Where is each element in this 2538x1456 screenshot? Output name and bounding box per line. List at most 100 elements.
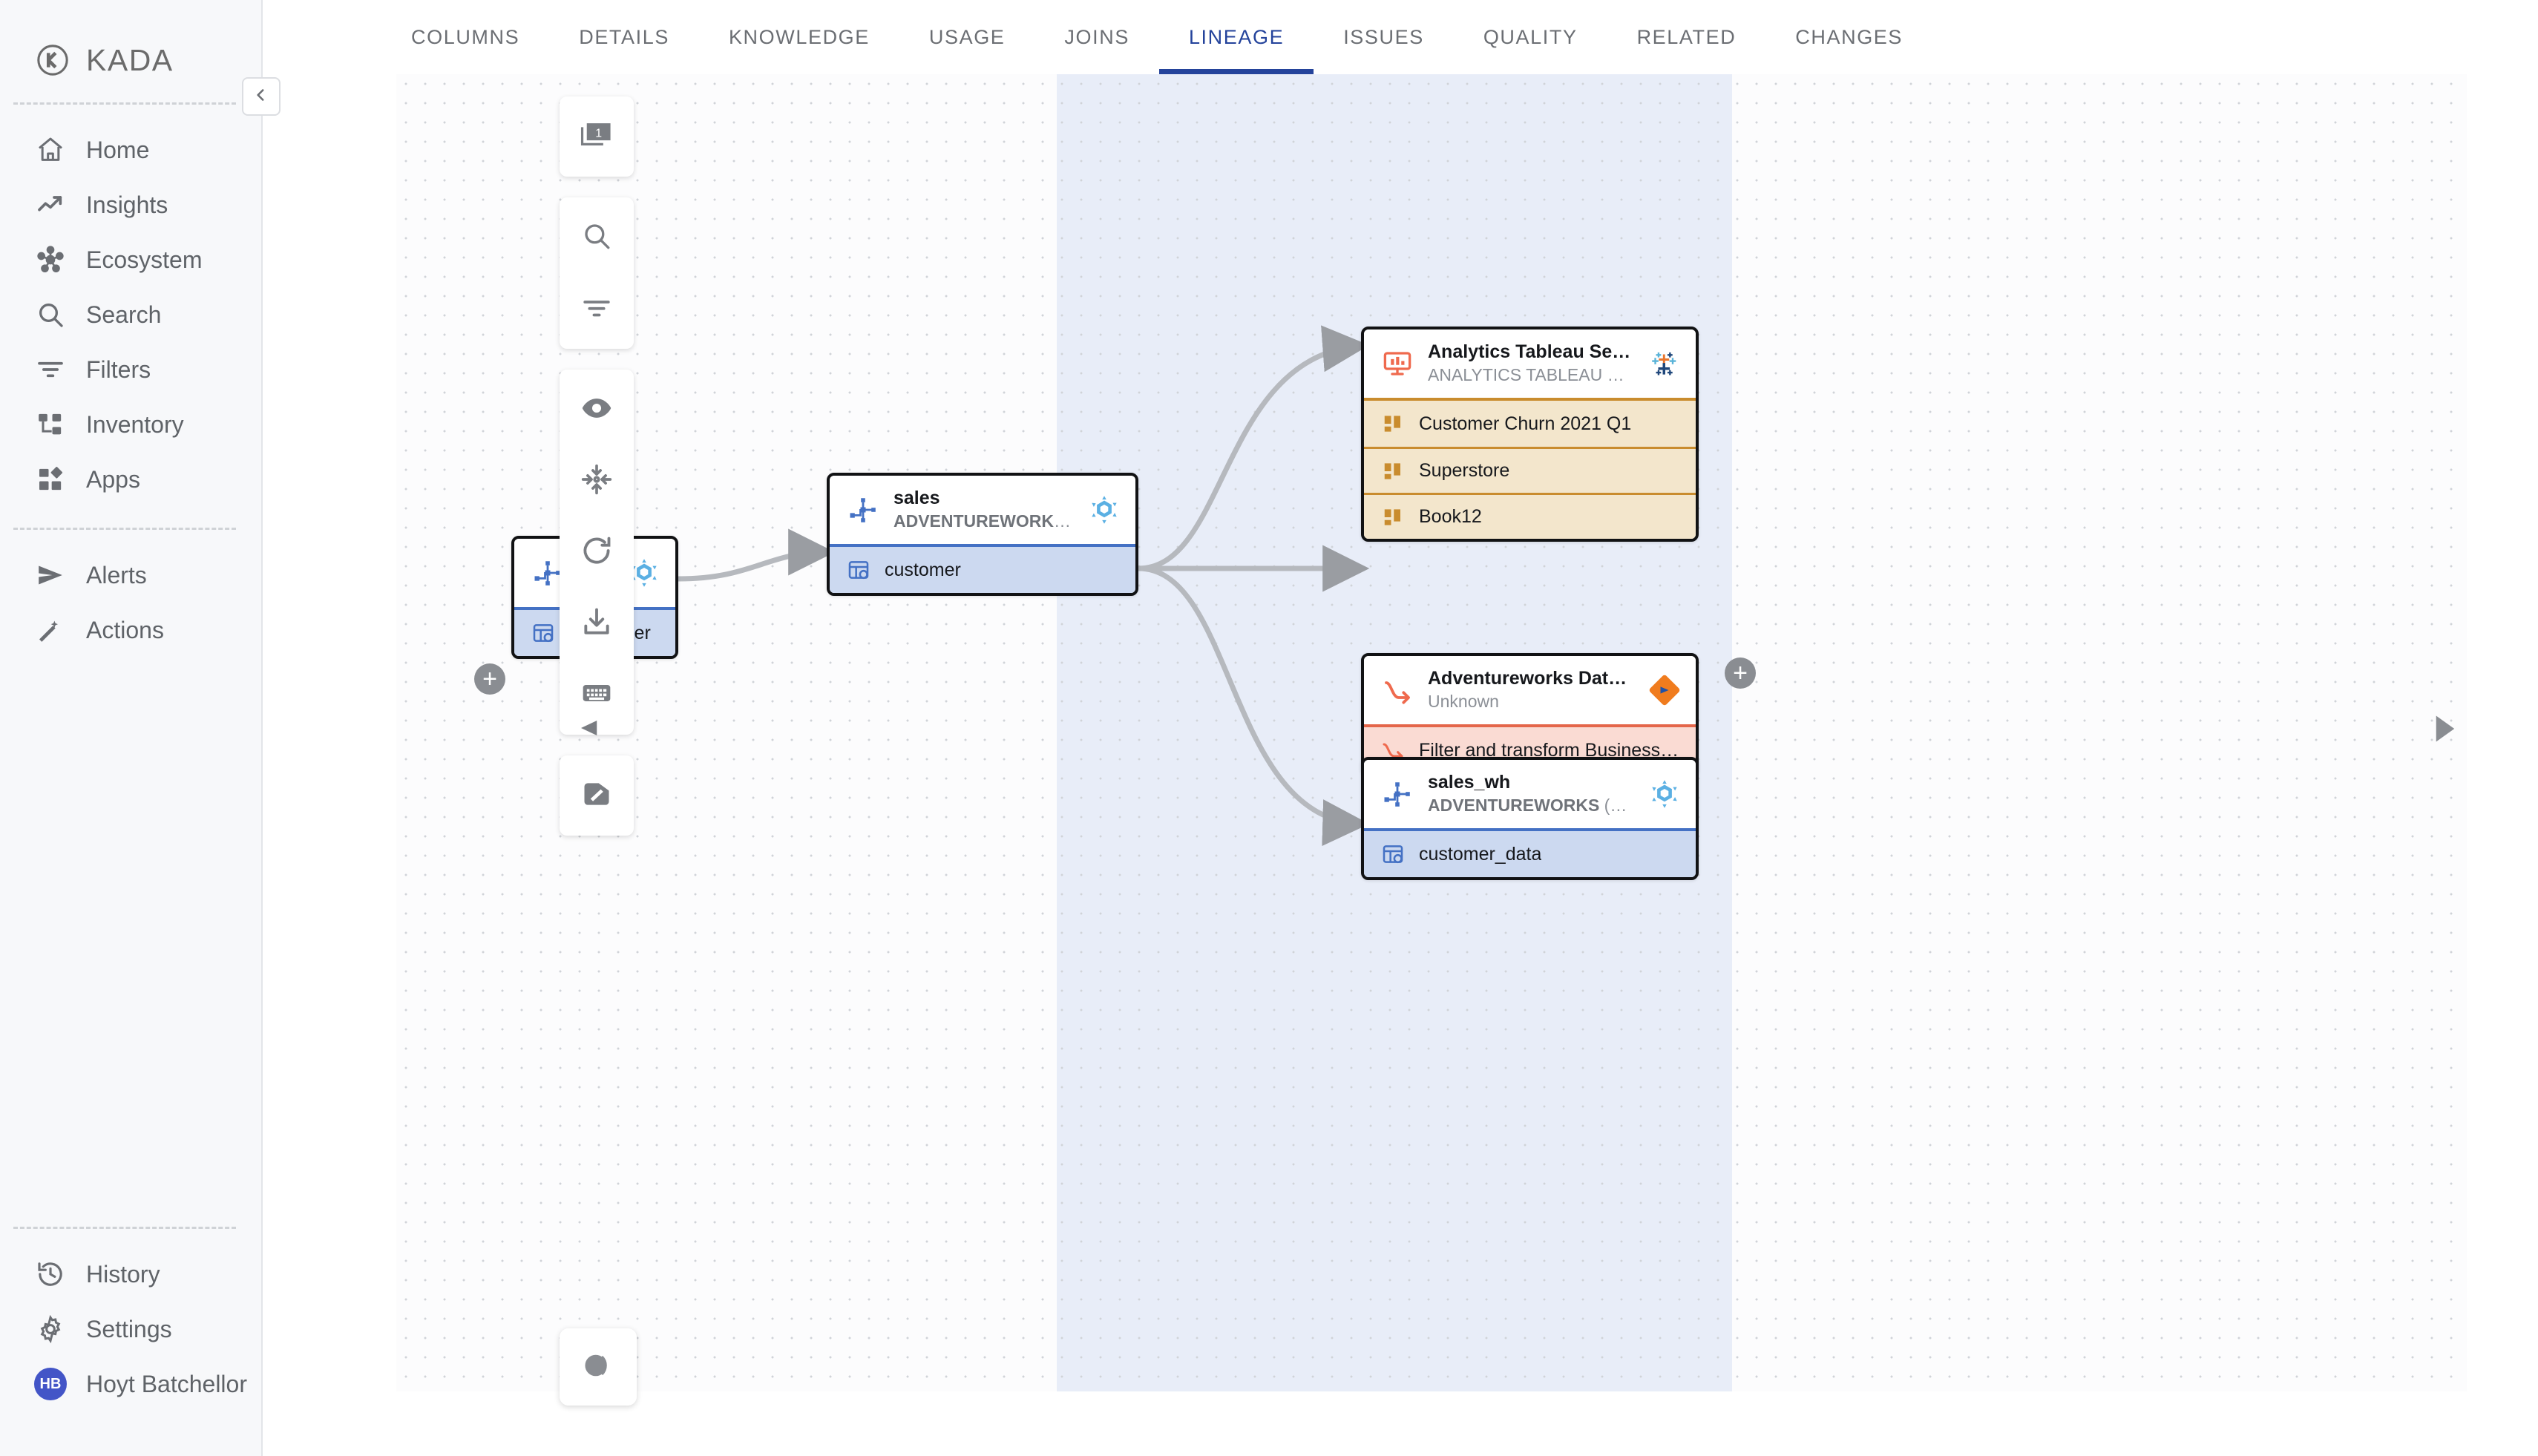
level-selector-button[interactable]: 1	[560, 101, 634, 172]
keyboard-icon	[580, 677, 613, 713]
main-area: COLUMNS DETAILS KNOWLEDGE USAGE JOINS LI…	[263, 0, 2538, 1456]
expand-upstream-dwh-button[interactable]: +	[474, 663, 505, 695]
inventory-icon	[34, 408, 67, 441]
sidebar-item-label: Ecosystem	[86, 246, 203, 273]
lineage-node-adventureworks-data-cleansing[interactable]: Adventureworks Data Cleansi… Unknown Fil…	[1361, 653, 1699, 776]
sidebar-bottom-nav: History Settings HB Hoyt Batchellor	[0, 1229, 261, 1456]
sidebar-item-label: Actions	[86, 616, 164, 643]
tab-joins[interactable]: JOINS	[1064, 26, 1129, 48]
node-row[interactable]: Customer Churn 2021 Q1	[1364, 401, 1696, 447]
node-row[interactable]: customer	[830, 547, 1135, 593]
sidebar-item-ecosystem[interactable]: Ecosystem	[0, 232, 261, 287]
node-subtitle: Unknown	[1428, 691, 1499, 711]
triangle-left-icon	[573, 721, 604, 742]
refresh-button[interactable]	[560, 517, 634, 588]
node-row[interactable]: customer_data	[1364, 831, 1696, 877]
node-header: sales_wh ADVENTUREWORKS (ADVENT…	[1364, 760, 1696, 828]
schema-icon	[1380, 777, 1414, 811]
lineage-filter-button[interactable]	[560, 273, 634, 344]
node-title: Analytics Tableau Server	[1428, 341, 1633, 363]
node-rows: customer	[830, 544, 1135, 593]
tab-related[interactable]: RELATED	[1636, 26, 1737, 48]
brand[interactable]: KADA	[0, 0, 261, 89]
sidebar-item-history[interactable]: History	[0, 1247, 261, 1302]
sidebar-item-settings[interactable]: Settings	[0, 1302, 261, 1357]
sidebar-item-inventory[interactable]: Inventory	[0, 397, 261, 452]
svg-text:1: 1	[595, 127, 602, 140]
visibility-button[interactable]	[560, 374, 634, 445]
node-title: sales_wh	[1428, 772, 1511, 793]
sidebar-item-actions[interactable]: Actions	[0, 603, 261, 658]
node-subtitle: ANALYTICS TABLEAU SERVER	[1428, 364, 1633, 384]
node-row[interactable]: Book12	[1364, 493, 1696, 539]
tab-lineage[interactable]: LINEAGE	[1158, 0, 1314, 74]
brand-name: KADA	[86, 42, 174, 77]
search-icon	[34, 298, 67, 331]
node-header: Analytics Tableau Server ANALYTICS TABLE…	[1364, 329, 1696, 398]
search-icon	[581, 220, 612, 255]
sidebar-item-label: Apps	[86, 465, 140, 493]
theme-toggle-button[interactable]	[560, 1328, 637, 1406]
table-icon	[1380, 842, 1406, 867]
tab-knowledge[interactable]: KNOWLEDGE	[728, 26, 870, 48]
node-rows: Customer Churn 2021 Q1 Superstore Book12	[1364, 398, 1696, 539]
node-row-label: Superstore	[1419, 460, 1510, 481]
dashboard-monitor-icon	[1380, 347, 1414, 381]
kada-logo-icon	[36, 43, 70, 77]
node-title: Adventureworks Data Cleansi…	[1428, 668, 1633, 689]
lineage-node-sales-wh[interactable]: sales_wh ADVENTUREWORKS (ADVENT… custome…	[1361, 757, 1699, 880]
pan-right-button[interactable]	[2430, 712, 2461, 749]
node-header-text: sales ADVENTUREWORKS (ADVENT…	[893, 487, 1073, 532]
chevron-left-icon	[252, 85, 271, 108]
send-icon	[34, 559, 67, 591]
workbook-icon	[1380, 459, 1406, 484]
toolbar-group-level: 1	[560, 96, 634, 177]
download-button[interactable]	[560, 588, 634, 659]
snowflake-icon	[1647, 776, 1682, 812]
home-icon	[34, 134, 67, 166]
edit-lineage-button[interactable]	[560, 760, 634, 831]
workbook-icon	[1380, 505, 1406, 530]
tab-usage[interactable]: USAGE	[928, 26, 1006, 48]
plus-icon: +	[1733, 659, 1748, 687]
tab-columns[interactable]: COLUMNS	[411, 26, 520, 48]
sidebar-item-apps[interactable]: Apps	[0, 452, 261, 507]
sidebar-item-search[interactable]: Search	[0, 287, 261, 342]
sidebar-item-home[interactable]: Home	[0, 122, 261, 177]
lineage-node-analytics-tableau-server[interactable]: Analytics Tableau Server ANALYTICS TABLE…	[1361, 327, 1699, 542]
tab-details[interactable]: DETAILS	[579, 26, 669, 48]
keyboard-shortcuts-button[interactable]	[560, 659, 634, 730]
toolbar-collapse-button[interactable]	[573, 717, 604, 743]
node-row-label: customer_data	[1419, 843, 1542, 865]
node-row[interactable]: Superstore	[1364, 447, 1696, 493]
sidebar-collapse-button[interactable]	[242, 77, 281, 116]
sidebar-item-label: Filters	[86, 355, 151, 383]
node-subtitle: ADVENTUREWORKS (ADVENT…	[893, 511, 1073, 531]
sidebar-item-alerts[interactable]: Alerts	[0, 548, 261, 603]
contrast-circle-icon	[579, 1346, 617, 1388]
node-title: sales	[893, 488, 940, 509]
sidebar-item-user-profile[interactable]: HB Hoyt Batchellor	[0, 1357, 261, 1411]
tab-quality[interactable]: QUALITY	[1483, 26, 1578, 48]
sidebar-item-insights[interactable]: Insights	[0, 177, 261, 232]
transform-arrow-icon	[1380, 673, 1414, 707]
lineage-toolbar: 1	[560, 96, 634, 856]
expand-downstream-informatica-button[interactable]: +	[1725, 658, 1756, 689]
sidebar-item-filters[interactable]: Filters	[0, 342, 261, 397]
informatica-icon	[1647, 672, 1682, 708]
lineage-node-sales[interactable]: sales ADVENTUREWORKS (ADVENT… customer	[827, 473, 1138, 596]
sidebar-divider-top	[13, 102, 236, 105]
filter-icon	[34, 353, 67, 386]
tab-issues[interactable]: ISSUES	[1343, 26, 1424, 48]
sidebar-divider-bottom	[13, 1227, 236, 1229]
sidebar-item-label: Home	[86, 136, 150, 163]
node-header: sales ADVENTUREWORKS (ADVENT…	[830, 476, 1135, 544]
lineage-canvas[interactable]: dwh COMMON_PROD (SNOWFLAK… consumer	[396, 74, 2467, 1391]
fit-to-screen-button[interactable]	[560, 445, 634, 517]
lineage-search-button[interactable]	[560, 202, 634, 273]
sidebar-item-label: Alerts	[86, 561, 147, 588]
schema-icon	[846, 493, 880, 527]
tab-changes[interactable]: CHANGES	[1795, 26, 1904, 48]
node-header-text: sales_wh ADVENTUREWORKS (ADVENT…	[1428, 771, 1633, 816]
plus-icon: +	[482, 665, 497, 693]
